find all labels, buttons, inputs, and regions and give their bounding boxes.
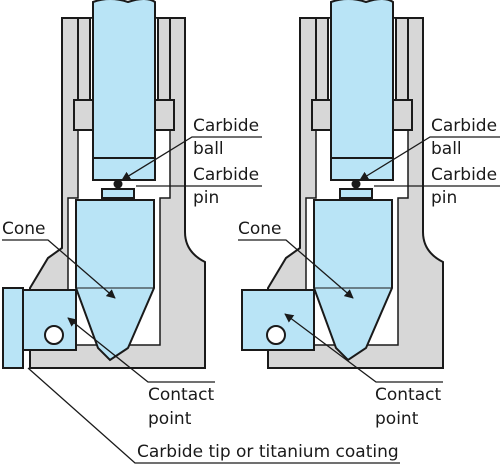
left-leaders (2, 136, 400, 464)
right-cone (313, 199, 393, 362)
left-plunger (92, 0, 156, 159)
right-pin-hole (266, 325, 286, 345)
label-cone-right: Cone (238, 219, 282, 239)
right-plunger-tip (330, 157, 394, 181)
left-plunger-tip (92, 157, 156, 181)
leader-cone-right (238, 239, 354, 299)
left-carbide-tip (2, 287, 24, 369)
left-cone (75, 199, 155, 362)
right-carbide-ball (351, 179, 361, 189)
right-carbide-pin (339, 188, 373, 199)
left-carbide-ball (113, 179, 123, 189)
label-cone: Cone (2, 219, 46, 239)
label-carbide-tip: Carbide tip or titanium coating (137, 442, 399, 462)
leader-contact-point (67, 317, 215, 383)
label-contact-point-right-1: Contact (375, 385, 441, 405)
label-carbide-pin-1: Carbide (193, 165, 259, 185)
leader-contact-point-right (284, 313, 443, 383)
label-carbide-pin-right-2: pin (431, 188, 457, 208)
leader-cone (2, 239, 116, 299)
label-carbide-pin-right-1: Carbide (431, 165, 497, 185)
right-assembly (241, 0, 444, 369)
right-plunger (330, 0, 394, 159)
leader-carbide-ball-right (359, 136, 500, 181)
label-contact-point-right-2: point (375, 409, 419, 429)
left-carbide-pin (101, 188, 135, 199)
label-carbide-ball-right-2: ball (431, 139, 462, 159)
label-carbide-pin-2: pin (193, 188, 219, 208)
left-assembly (2, 0, 206, 369)
leader-carbide-tip (27, 367, 400, 464)
label-contact-point-1: Contact (148, 385, 214, 405)
leader-carbide-ball (121, 136, 262, 181)
label-contact-point-2: point (148, 409, 192, 429)
right-leaders (238, 136, 500, 383)
label-carbide-ball-2: ball (193, 139, 224, 159)
label-carbide-ball-1: Carbide (193, 116, 259, 136)
label-carbide-ball-right-1: Carbide (431, 116, 497, 136)
left-pin-hole (44, 325, 64, 345)
